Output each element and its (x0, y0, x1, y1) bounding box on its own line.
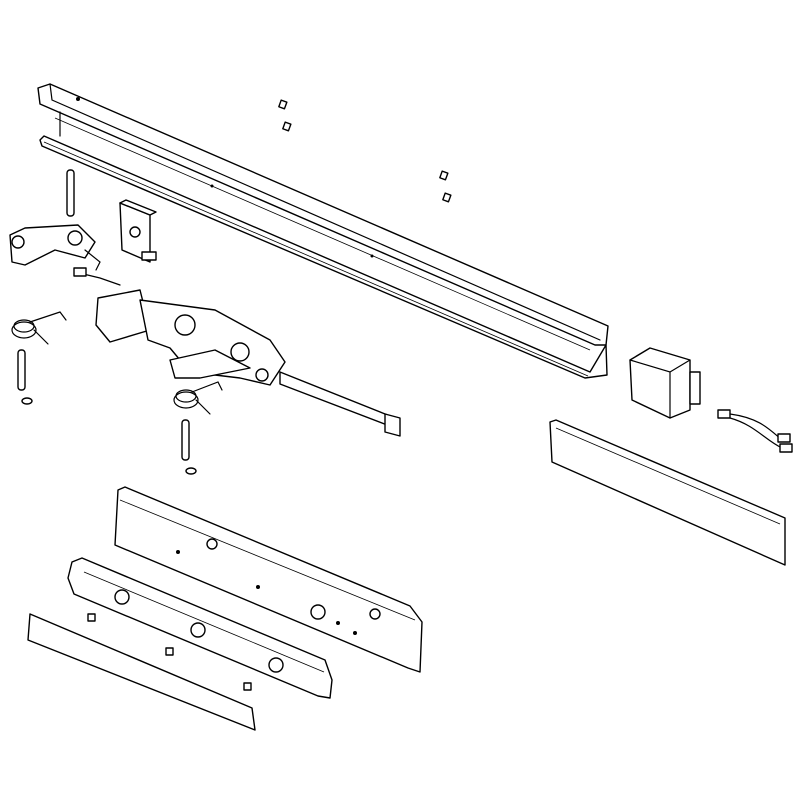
drive-mechanism (73, 267, 401, 437)
lens-strip (27, 613, 256, 731)
screws (87, 99, 452, 691)
lower-housing (114, 486, 423, 673)
end-cap-plate (119, 199, 157, 263)
channel (37, 83, 609, 379)
control-module (629, 347, 701, 419)
springs (11, 311, 223, 415)
pins (17, 169, 197, 475)
cable (717, 409, 793, 453)
arm-assembly (9, 224, 101, 271)
cover-plate (549, 419, 786, 566)
front-trim (67, 557, 333, 699)
